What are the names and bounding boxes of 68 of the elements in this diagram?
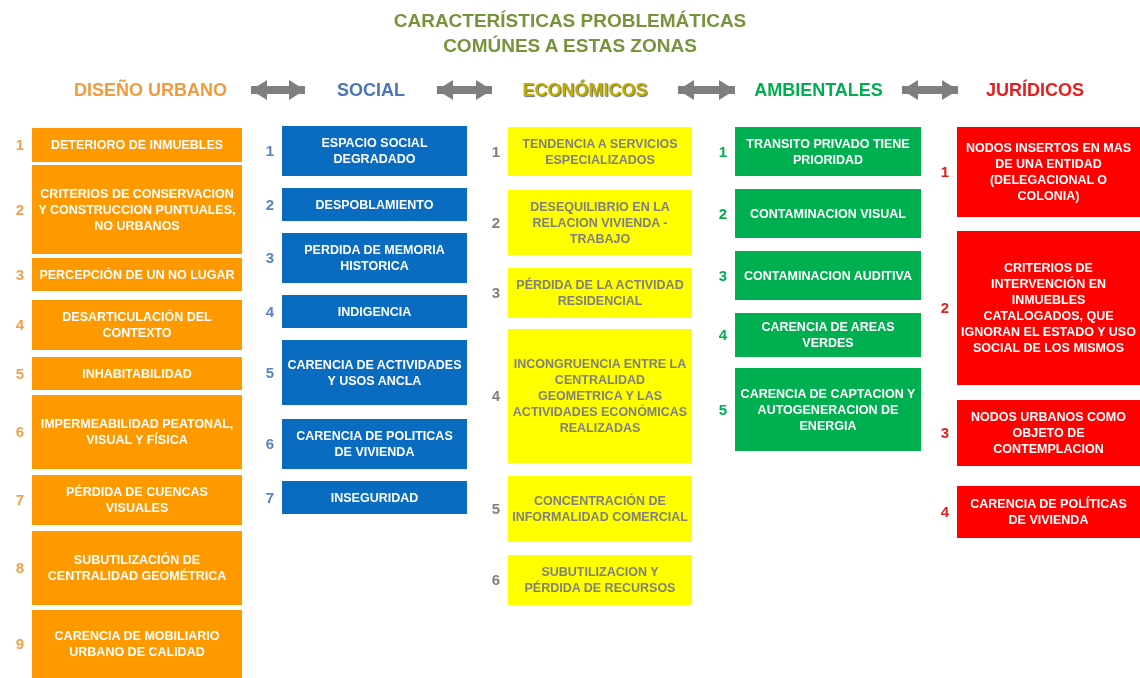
list-number: 5	[14, 364, 26, 382]
list-number: 9	[14, 635, 26, 652]
list-number: 1	[717, 142, 729, 160]
problem-box: DESPOBLAMIENTO	[282, 188, 467, 221]
list-number: 1	[939, 163, 951, 180]
list-number: 7	[264, 488, 276, 506]
list-number: 4	[717, 326, 729, 343]
list-number: 1	[490, 142, 502, 160]
problem-box: IMPERMEABILIDAD PEATONAL, VISUAL Y FÍSICA	[32, 395, 242, 469]
list-number: 4	[264, 302, 276, 320]
problem-box: CARENCIA DE AREAS VERDES	[735, 313, 921, 357]
problem-box: DETERIORO DE INMUEBLES	[32, 128, 242, 162]
list-number: 5	[264, 363, 276, 381]
list-number: 1	[14, 136, 26, 153]
problem-box: SUBUTILIZACION Y PÉRDIDA DE RECURSOS	[508, 555, 692, 605]
list-number: 4	[939, 503, 951, 520]
problem-box: CARENCIA DE MOBILIARIO URBANO DE CALIDAD	[32, 610, 242, 678]
problem-box: CRITERIOS DE CONSERVACION Y CONSTRUCCION PUNTUALES, NO URBANOS	[32, 165, 242, 254]
category-heading: JURÍDICOS	[958, 76, 1112, 104]
list-number: 3	[939, 424, 951, 441]
list-number: 2	[264, 195, 276, 213]
problem-box: CRITERIOS DE INTERVENCIÓN EN INMUEBLES CATALOGADOS, QUE IGNORAN EL ESTADO Y USO SOCIAL DE LOS MISMOS	[957, 231, 1140, 385]
problem-box: PÉRDIDA DE LA ACTIVIDAD RESIDENCIAL	[508, 268, 692, 318]
list-number: 8	[14, 559, 26, 576]
problem-box: TENDENCIA A SERVICIOS ESPECIALIZADOS	[508, 127, 692, 176]
problem-box: CARENCIA DE POLITICAS DE VIVIENDA	[282, 419, 467, 469]
category-heading: ECONÓMICOS	[492, 76, 678, 104]
list-number: 3	[264, 249, 276, 266]
problem-box: CARENCIA DE ACTIVIDADES Y USOS ANCLA	[282, 340, 467, 405]
list-number: 2	[490, 213, 502, 231]
problem-box: ESPACIO SOCIAL DEGRADADO	[282, 126, 467, 176]
list-number: 5	[490, 500, 502, 517]
list-number: 3	[14, 265, 26, 283]
list-number: 2	[717, 204, 729, 222]
problem-box: PERCEPCIÓN DE UN NO LUGAR	[32, 258, 242, 291]
problem-box: PÉRDIDA DE CUENCAS VISUALES	[32, 475, 242, 525]
problem-box: INSEGURIDAD	[282, 481, 467, 514]
list-number: 7	[14, 491, 26, 508]
list-number: 5	[717, 400, 729, 418]
list-number: 4	[490, 387, 502, 404]
problem-box: DESEQUILIBRIO EN LA RELACION VIVIENDA - TRABAJO	[508, 190, 692, 255]
list-number: 4	[14, 316, 26, 333]
list-number: 3	[717, 266, 729, 284]
list-number: 6	[14, 423, 26, 440]
category-heading: SOCIAL	[305, 76, 437, 104]
problem-box: NODOS URBANOS COMO OBJETO DE CONTEMPLACION	[957, 400, 1140, 466]
problem-box: DESARTICULACIÓN DEL CONTEXTO	[32, 300, 242, 350]
problem-box: PERDIDA DE MEMORIA HISTORICA	[282, 233, 467, 283]
category-heading: AMBIENTALES	[735, 76, 902, 104]
list-number: 6	[490, 571, 502, 588]
list-number: 1	[264, 142, 276, 159]
problem-box: TRANSITO PRIVADO TIENE PRIORIDAD	[735, 127, 921, 176]
problem-box: INHABITABILIDAD	[32, 357, 242, 390]
diagram-title: CARACTERÍSTICAS PROBLEMÁTICAS COMÚNES A ESTAS ZONAS	[392, 9, 748, 58]
problem-box: NODOS INSERTOS EN MAS DE UNA ENTIDAD (DELEGACIONAL O COLONIA)	[957, 127, 1140, 217]
list-number: 3	[490, 284, 502, 301]
problem-box: CONTAMINACION AUDITIVA	[735, 251, 921, 300]
problem-box: INCONGRUENCIA ENTRE LA CENTRALIDAD GEOMETRICA Y LAS ACTIVIDADES ECONÓMICAS REALIZADAS	[508, 329, 692, 463]
problem-box: CONTAMINACION VISUAL	[735, 189, 921, 238]
problem-box: CARENCIA DE CAPTACION Y AUTOGENERACION DE ENERGIA	[735, 368, 921, 451]
list-number: 2	[14, 200, 26, 218]
list-number: 6	[264, 435, 276, 452]
list-number: 2	[939, 299, 951, 316]
problem-box: SUBUTILIZACIÓN DE CENTRALIDAD GEOMÉTRICA	[32, 531, 242, 605]
problem-box: INDIGENCIA	[282, 295, 467, 328]
category-heading: DISEÑO URBANO	[50, 76, 251, 104]
problem-box: CONCENTRACIÓN DE INFORMALIDAD COMERCIAL	[508, 476, 692, 542]
problem-box: CARENCIA DE POLÍTICAS DE VIVIENDA	[957, 486, 1140, 538]
